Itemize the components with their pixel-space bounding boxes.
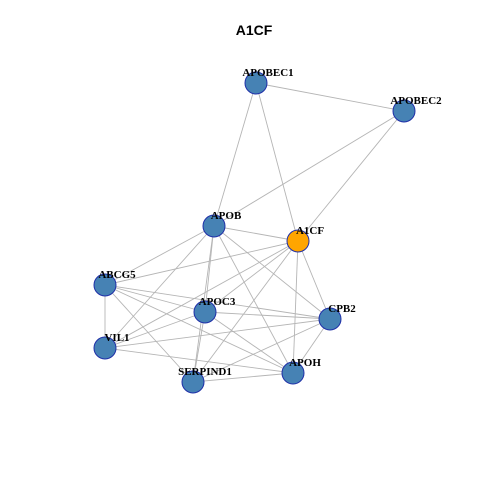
node-label-apoc3: APOC3 [199, 296, 236, 308]
edge-apobec1-apobec2 [255, 82, 405, 112]
edge-apobec2-a1cf [297, 110, 405, 242]
edge-a1cf-cpb2 [297, 240, 331, 320]
edge-apobec2-apob [213, 110, 405, 227]
edge-a1cf-vil1 [104, 240, 299, 349]
edge-apoc3-cpb2 [204, 311, 331, 320]
edge-apob-vil1 [104, 225, 215, 349]
node-apob[interactable] [202, 214, 226, 238]
edge-apoc3-apoh [204, 311, 294, 374]
node-label-a1cf: A1CF [296, 225, 324, 237]
node-label-cpb2: CPB2 [328, 303, 356, 315]
edge-apob-cpb2 [213, 225, 331, 320]
edge-a1cf-apoh [292, 240, 299, 374]
edge-apobec1-apob [213, 82, 257, 227]
edge-vil1-apoh [104, 347, 294, 374]
node-label-serpind1: SERPIND1 [178, 366, 232, 378]
edge-apob-apoh [213, 225, 294, 374]
edge-apob-abcg5 [104, 225, 215, 286]
node-apobec2[interactable] [392, 99, 416, 123]
node-abcg5[interactable] [93, 273, 117, 297]
node-label-apobec1: APOBEC1 [242, 67, 293, 79]
edges-layer [104, 82, 405, 383]
nodes-layer [93, 71, 416, 394]
node-apoc3[interactable] [193, 300, 217, 324]
node-label-abcg5: ABCG5 [98, 269, 136, 281]
edge-a1cf-abcg5 [104, 240, 299, 286]
node-label-apobec2: APOBEC2 [390, 95, 442, 107]
edge-abcg5-apoh [104, 284, 294, 374]
diagram-title: A1CF [236, 22, 273, 38]
node-label-apob: APOB [211, 210, 242, 222]
edge-abcg5-apoc3 [104, 284, 206, 313]
node-label-vil1: VIL1 [104, 332, 129, 344]
node-apobec1[interactable] [244, 71, 268, 95]
edge-a1cf-apoc3 [204, 240, 299, 313]
edge-serpind1-apoh [192, 372, 294, 383]
edge-apoc3-serpind1 [192, 311, 206, 383]
edge-a1cf-serpind1 [192, 240, 299, 383]
edge-apob-a1cf [213, 225, 299, 242]
edge-abcg5-cpb2 [104, 284, 331, 320]
edge-cpb2-vil1 [104, 318, 331, 349]
edge-apobec1-a1cf [255, 82, 299, 242]
node-cpb2[interactable] [318, 307, 342, 331]
edge-cpb2-serpind1 [192, 318, 331, 383]
node-serpind1[interactable] [181, 370, 205, 394]
node-apoh[interactable] [281, 361, 305, 385]
node-label-apoh: APOH [289, 357, 321, 369]
node-vil1[interactable] [93, 336, 117, 360]
node-a1cf[interactable] [286, 229, 310, 253]
edge-abcg5-serpind1 [104, 284, 194, 383]
edge-apoc3-vil1 [104, 311, 206, 349]
